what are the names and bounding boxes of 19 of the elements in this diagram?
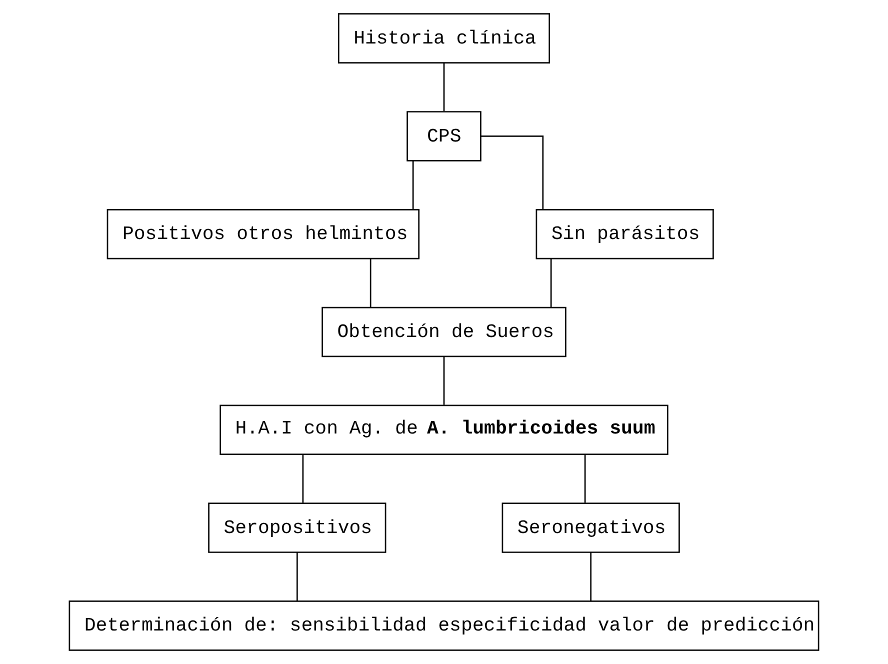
node-box: Historia clínica: [338, 13, 550, 64]
connector: [443, 63, 445, 112]
node-box: Seropositivos: [208, 502, 386, 553]
connector: [443, 356, 445, 405]
node-box: Positivos otros helmintos: [106, 208, 420, 260]
node-box: CPS: [406, 111, 482, 162]
connector: [370, 258, 372, 307]
connector: [480, 136, 544, 210]
connector: [302, 454, 304, 503]
node-box: Sin parásitos: [536, 208, 714, 260]
connector: [590, 552, 592, 601]
connector: [550, 258, 552, 307]
node-box: Determinación de: sensibilidad especificidad valor de predicción: [68, 600, 820, 651]
connector: [584, 454, 586, 503]
node-box: Obtención de Sueros: [322, 306, 566, 358]
connector: [296, 552, 298, 601]
connector: [412, 160, 414, 210]
node-box: H.A.I con Ag. de A. lumbricoides suum: [220, 404, 668, 456]
node-box: Seronegativos: [502, 502, 680, 553]
